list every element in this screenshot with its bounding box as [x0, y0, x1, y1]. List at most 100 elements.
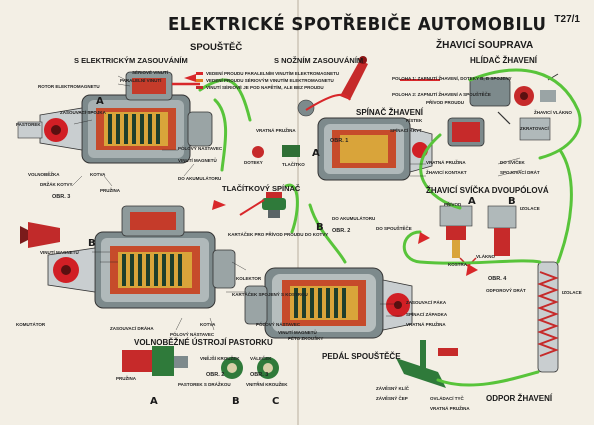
- letter-a-4: A: [150, 396, 158, 407]
- section-spinac: SPÍNAČ ŽHAVENÍ: [356, 108, 423, 117]
- foot-starter-illustration: [244, 267, 413, 339]
- obr-1-label: OBR. 1: [330, 138, 349, 144]
- label-zhavici-vlakno: ŽHAVICÍ VLÁKNO: [534, 110, 572, 115]
- label-polovy-nastavec: PÓLOVÝ NÁSTAVEC: [178, 146, 223, 151]
- glow-monitor-illustration: [469, 73, 559, 107]
- glow-plug-illustration: [439, 205, 517, 268]
- label-zkratovaci: ZKRATOVACÍ: [520, 126, 549, 131]
- label-komutator: KOMUTÁTOR: [16, 322, 46, 327]
- section-elektricke: S ELEKTRICKÝM ZASOUVÁNÍM: [74, 56, 188, 65]
- label-do-akumulatoru: DO AKUMULÁTORU: [178, 176, 222, 181]
- label-spojovaci-drat: SPOJOVACÍ DRÁT: [500, 170, 540, 175]
- label-odporovy-drat: ODPOROVÝ DRÁT: [486, 288, 526, 293]
- leader-lines: [71, 75, 523, 331]
- label-vratna-pruzina-d: VRATNÁ PRUŽINA: [430, 406, 470, 411]
- label-rotor: ROTOR ELEKTROMAGNETU: [38, 84, 100, 89]
- label-ovladaci-tyc: OVLÁDACÍ TYČ: [430, 396, 464, 401]
- foot-starter-top-illustration: [317, 56, 433, 181]
- label-zavesny-cep: ZÁVĚSNÝ ČEP: [376, 396, 408, 401]
- label-kartacek-kostra: KARTÁČEK SPOJENÝ S KOSTROU: [232, 292, 308, 297]
- label-doteky: DOTEKY: [244, 160, 263, 165]
- label-izolace-b: IZOLACE: [562, 290, 582, 295]
- label-vinuti-magnetu: VINUTÍ MAGNETŮ: [178, 158, 217, 163]
- label-poloha-1: POLOHA 1: ZAPNUTÍ ŽHAVENÍ, DOTEKY B, B S…: [392, 76, 512, 81]
- label-vratna-pruzina-c: VRATNÁ PRUŽINA: [426, 160, 466, 165]
- label-vnejsi-krouzek: VNĚJŠÍ KROUŽEK: [200, 356, 240, 361]
- label-do-spoustece: DO SPOUŠTĚČE: [376, 226, 412, 231]
- label-vnitrni-krouzek: VNITŘNÍ KROUŽEK: [246, 382, 288, 387]
- letter-b-4: B: [232, 396, 240, 407]
- label-vlakno: VLÁKNO: [476, 254, 495, 259]
- label-pastorek: PASTOREK: [16, 122, 41, 127]
- label-izolace: IZOLACE: [520, 206, 540, 211]
- label-zasouvaci-paka: ZASOUVACÍ PÁKA: [406, 300, 447, 305]
- push-button-illustration: [262, 192, 286, 218]
- label-zasouvaci-spojka: ZASOUVACÍ SPOJKA: [60, 110, 106, 115]
- letter-b-3: B: [508, 196, 516, 207]
- obr-3-label: OBR. 3: [52, 194, 71, 200]
- starter-b-illustration: [20, 205, 236, 309]
- spinac-illustration: [252, 99, 315, 158]
- label-vratna-pruzina: VRATNÁ PRUŽINA: [256, 128, 296, 133]
- legend-swatch-2: [196, 79, 203, 82]
- label-spinaci-zapadka: SPÍNACÍ ZÁPADKA: [406, 312, 448, 317]
- section-hlidac: HLÍDAČ ŽHAVENÍ: [470, 56, 537, 65]
- obr-2-label: OBR. 2: [332, 228, 351, 234]
- section-zhavici: ŽHAVICÍ SOUPRAVA: [436, 40, 534, 51]
- obr-2b-label: OBR. 2: [206, 372, 225, 378]
- section-tlacitkovy: TLAČÍTKOVÝ SPÍNAČ: [222, 184, 301, 193]
- letter-a-2: A: [312, 148, 320, 159]
- page-title: ELEKTRICKÉ SPOTŘEBIČE AUTOMOBILU: [168, 14, 547, 35]
- legend-text-2: VEDENÍ PROUDU SÉRIOVÝM VINUTÍM ELEKTROMA…: [206, 78, 334, 83]
- obr-4-label: OBR. 4: [488, 276, 507, 282]
- label-vinuti-magnetu-c: VINUTÍ MAGNETŮ: [278, 330, 317, 335]
- code-label: T27/1: [554, 14, 580, 25]
- label-pruzina-b: PRUŽINA: [116, 376, 136, 381]
- glow-switch-illustration: [447, 111, 551, 147]
- label-spinaci-kryt: SPÍNACÍ KRYT: [390, 128, 422, 133]
- letter-b-2: B: [316, 222, 324, 233]
- starter-a-illustration: [17, 71, 213, 164]
- letter-a-3: A: [468, 196, 476, 207]
- label-pistek: PÍSTEK: [406, 118, 423, 123]
- letter-b-1: B: [88, 238, 96, 249]
- label-volnobezka: VOLNOBĚŽKA: [28, 172, 60, 177]
- label-poloha-2: POLOHA 2: ZAPNUTÍ ŽHAVENÍ A SPOUŠTĚČE: [392, 92, 491, 97]
- label-seriove-vinuti: SÉRIOVÉ VINUTÍ: [132, 70, 169, 75]
- label-kotva: KOTVA: [90, 172, 106, 177]
- label-vinuti-magnetu-b: VINUTÍ MAGNETU: [40, 250, 79, 255]
- label-do-svicek: DO SVÍČEK: [500, 160, 525, 165]
- pedal-illustration: [396, 340, 458, 388]
- letter-c-4: C: [272, 396, 280, 407]
- label-tlacitko: TLAČÍTKO: [282, 162, 305, 167]
- label-zhavici-kontakt: ŽHAVICÍ KONTAKT: [426, 170, 467, 175]
- label-kolektor: KOLEKTOR: [236, 276, 262, 281]
- label-kostra: KOSTRA: [448, 262, 467, 267]
- obr-3b-label: OBR. 3: [250, 372, 269, 378]
- legend-text-3: VINUTÍ SÉRIOVÉ JE POD NAPĚTÍM, ALE BEZ P…: [206, 85, 324, 90]
- label-zasouvaci-draha: ZASOUVACÍ DRÁHA: [110, 326, 154, 331]
- section-nozni: S NOŽNÍM ZASOUVÁNÍM: [274, 56, 364, 65]
- label-polovy-nastavec-c: PÓLOVÝ NÁSTAVEC: [256, 322, 301, 327]
- label-drzak-kotvy: DRŽÁK KOTVY: [40, 182, 73, 187]
- freewheel-illustration: [122, 346, 279, 379]
- section-spoustec: SPOUŠTĚČ: [190, 42, 243, 53]
- label-polovy-nastavec-b: PÓLOVÝ NÁSTAVEC: [170, 332, 215, 337]
- label-zavesny-klic: ZÁVĚSNÝ KLÍČ: [376, 386, 410, 391]
- section-svicka: ŽHAVICÍ SVÍČKA DVOUPÓLOVÁ: [426, 186, 549, 195]
- label-pastorek-drazka: PASTOREK S DRÁŽKOU: [178, 382, 231, 387]
- label-kotva-b: KOTVA: [200, 322, 216, 327]
- label-kartacek: KARTÁČEK PRO PŘÍVOD PROUDU DO KOTVY: [228, 232, 329, 237]
- section-odpor: ODPOR ŽHAVENÍ: [486, 394, 553, 403]
- label-privod: PŘÍVOD: [444, 202, 462, 207]
- red-wires: [239, 79, 440, 216]
- label-do-akumulatoru-b: DO AKUMULÁTORU: [332, 216, 376, 221]
- letter-a-1: A: [96, 96, 104, 107]
- label-vratna-pruzina-b: VRATNÁ PRUŽINA: [406, 322, 446, 327]
- label-paralelni-vinuti: PARALELNÍ VINUTÍ: [120, 78, 162, 83]
- label-privod-proudu: PŘÍVOD PROUDU: [426, 100, 465, 105]
- legend-text-1: VEDENÍ PROUDU PARALELNÍM VINUTÍM ELEKTRO…: [206, 71, 340, 76]
- wires: [198, 68, 582, 387]
